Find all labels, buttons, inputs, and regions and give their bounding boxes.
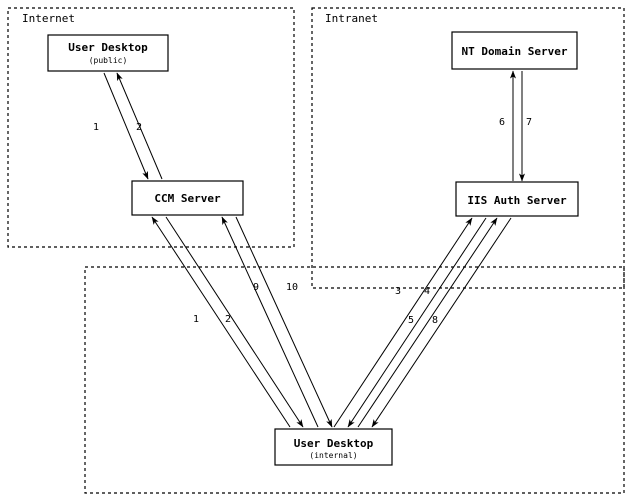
flow-label-7: 7 bbox=[526, 117, 532, 128]
node-subtitle-user-desktop-internal: (internal) bbox=[309, 451, 357, 460]
flow-labels-layer: 1 2 1 2 3 4 5 8 6 7 9 10 bbox=[93, 117, 532, 326]
flow-label-10: 10 bbox=[286, 282, 298, 293]
zone-internet: Internet bbox=[7, 7, 295, 248]
flow-line-2 bbox=[116, 72, 163, 180]
flow-label-2b: 2 bbox=[225, 314, 231, 325]
flow-label-8: 8 bbox=[432, 315, 438, 326]
flow-line-4 bbox=[347, 217, 487, 428]
zone-border-internal-lan bbox=[84, 266, 625, 494]
flow-label-6: 6 bbox=[499, 117, 505, 128]
node-nt-domain-server[interactable]: NT Domain Server bbox=[451, 31, 578, 70]
flow-label-3: 3 bbox=[395, 286, 401, 297]
flow-line-5 bbox=[357, 217, 498, 428]
flow-label-9: 9 bbox=[253, 282, 259, 293]
zone-intranet: Intranet bbox=[311, 7, 625, 289]
zone-label-intranet: Intranet bbox=[325, 12, 378, 25]
flow-label-1b: 1 bbox=[193, 314, 199, 325]
node-subtitle-user-desktop-public: (public) bbox=[89, 56, 128, 65]
zone-border-intranet bbox=[311, 7, 625, 289]
flow-line-8 bbox=[371, 217, 512, 428]
flows-layer bbox=[103, 70, 525, 428]
node-title-ccm-server: CCM Server bbox=[154, 192, 221, 205]
flow-line-10 bbox=[235, 216, 333, 428]
node-user-desktop-internal[interactable]: User Desktop(internal) bbox=[274, 428, 393, 466]
node-title-nt-domain-server: NT Domain Server bbox=[462, 45, 568, 58]
node-box-user-desktop-public[interactable] bbox=[47, 34, 169, 72]
zone-label-internet: Internet bbox=[22, 12, 75, 25]
zones-layer: Internet Intranet bbox=[7, 7, 625, 494]
flow-line-1b bbox=[151, 216, 291, 428]
flow-line-1 bbox=[103, 72, 149, 180]
node-iis-auth-server[interactable]: IIS Auth Server bbox=[455, 181, 579, 217]
flow-line-9 bbox=[221, 216, 319, 428]
node-box-ccm-server[interactable] bbox=[131, 180, 244, 216]
node-box-user-desktop-internal[interactable] bbox=[274, 428, 393, 466]
flow-label-4: 4 bbox=[424, 286, 430, 297]
flow-label-1: 1 bbox=[93, 122, 99, 133]
node-title-iis-auth-server: IIS Auth Server bbox=[467, 194, 567, 207]
zone-border-internet bbox=[7, 7, 295, 248]
zone-internal-lan bbox=[84, 266, 625, 494]
node-title-user-desktop-public: User Desktop bbox=[68, 41, 148, 54]
node-title-user-desktop-internal: User Desktop bbox=[294, 437, 374, 450]
node-box-nt-domain-server[interactable] bbox=[451, 31, 578, 70]
flow-label-5: 5 bbox=[408, 315, 414, 326]
flow-line-2b bbox=[165, 216, 304, 428]
flow-label-2: 2 bbox=[136, 122, 142, 133]
node-box-iis-auth-server[interactable] bbox=[455, 181, 579, 217]
node-ccm-server[interactable]: CCM Server bbox=[131, 180, 244, 216]
node-user-desktop-public[interactable]: User Desktop (public) bbox=[47, 34, 169, 72]
nodes-layer: User Desktop (public) CCM Server NT Domain … bbox=[47, 31, 579, 466]
flow-line-3 bbox=[333, 217, 473, 428]
